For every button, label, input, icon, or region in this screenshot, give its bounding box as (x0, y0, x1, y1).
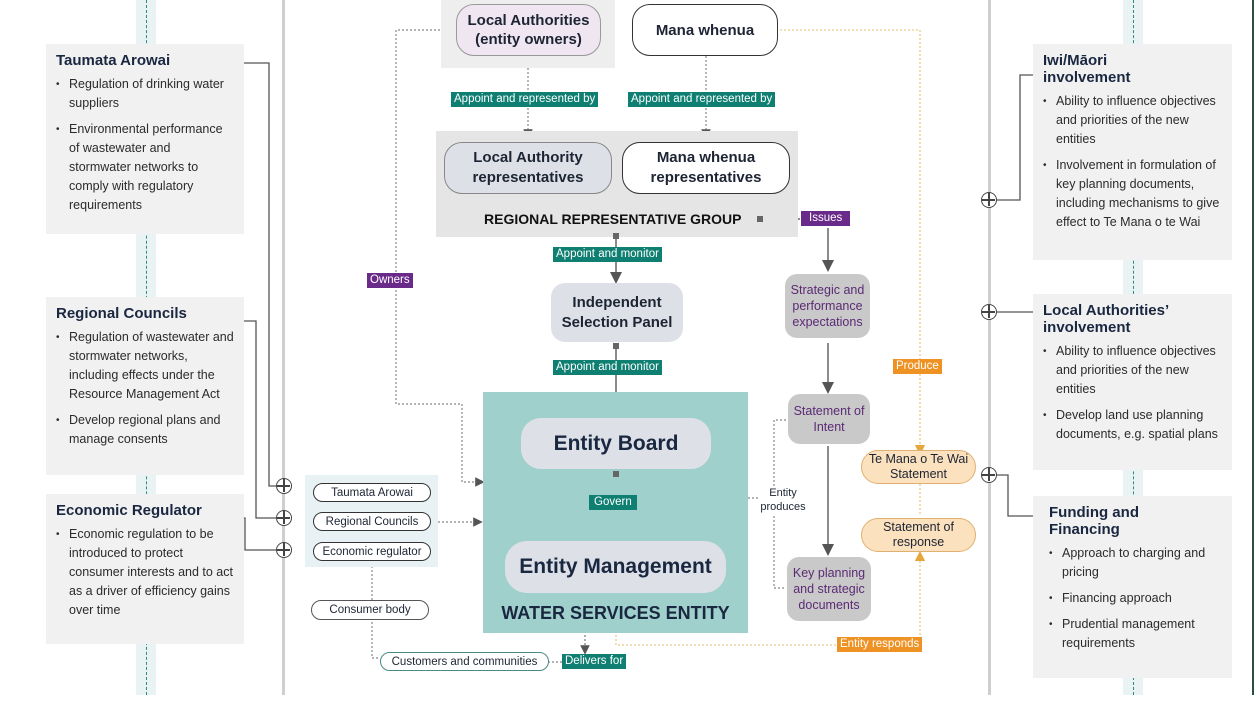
card-title: Regional Councils (56, 305, 187, 322)
entity-management-node: Entity Management (505, 541, 726, 593)
left-divider (282, 0, 285, 695)
connector-funding (996, 474, 1044, 517)
entity-responds-line (615, 550, 926, 646)
card-funding-financing: Funding and Financing Approach to chargi… (1033, 496, 1232, 678)
card-title: Economic Regulator (56, 502, 202, 519)
regulator-economic: Economic regulator (313, 542, 431, 561)
card-bullet: Develop regional plans and manage consen… (56, 411, 234, 449)
issues-label: Issues (801, 211, 851, 226)
appoint-monitor-label-2: Appoint and monitor (553, 360, 662, 375)
card-economic-regulator: Economic Regulator Economic regulation t… (46, 494, 244, 644)
card-bullet: Prudential management requirements (1049, 615, 1222, 653)
connector-node-icon (276, 542, 292, 558)
connector-node-icon (981, 467, 997, 483)
card-title: Iwi/Māori involvement (1043, 52, 1131, 86)
card-iwi-maori: Iwi/Māori involvement Ability to influen… (1033, 44, 1232, 260)
connector-node-icon (981, 192, 997, 208)
connector-node-icon (981, 304, 997, 320)
te-mana-o-te-wai-statement: Te Mana o Te Wai Statement (861, 450, 976, 484)
regulator-taumata-arowai: Taumata Arowai (313, 483, 431, 502)
mana-whenua-node: Mana whenua (632, 4, 778, 56)
entity-produces-label: Entity produces (760, 486, 806, 514)
card-bullet: Regulation of wastewater and stormwater … (56, 328, 234, 404)
entity-responds-label: Entity responds (837, 637, 923, 652)
right-divider (988, 0, 991, 695)
mana-whenua-representatives: Mana whenua representatives (622, 142, 790, 194)
card-title: Funding and Financing (1049, 504, 1139, 538)
key-planning-node: Key planning and strategic documents (787, 557, 871, 621)
owners-label: Owners (367, 273, 413, 288)
water-services-entity-title: WATER SERVICES ENTITY (501, 603, 730, 623)
rrg-connector (757, 216, 763, 222)
entity-board-node: Entity Board (521, 418, 711, 469)
statement-of-response: Statement of response (861, 518, 976, 552)
card-bullet: Economic regulation to be introduced to … (56, 525, 234, 620)
appoint-represented-label-1: Appoint and represented by (451, 92, 599, 107)
consumer-body-node: Consumer body (311, 600, 429, 620)
regulator-regional-councils: Regional Councils (313, 512, 431, 531)
independent-selection-panel: Independent Selection Panel (551, 283, 683, 342)
owners-line (395, 29, 485, 487)
connector-iwi (996, 74, 1040, 201)
local-authority-representatives: Local Authority representatives (444, 142, 612, 194)
statement-of-intent-node: Statement of Intent (788, 394, 870, 444)
card-bullet: Ability to influence objectives and prio… (1043, 92, 1222, 149)
rrg-title: REGIONAL REPRESENTATIVE GROUP (484, 211, 742, 227)
card-title: Local Authorities’ involvement (1043, 302, 1169, 336)
board-connector (613, 471, 619, 477)
connector-node-icon (276, 510, 292, 526)
customers-communities-node: Customers and communities (380, 652, 549, 671)
produce-label: Produce (893, 359, 942, 374)
right-edge-line (1252, 0, 1254, 695)
card-bullet: Regulation of drinking water suppliers (56, 75, 234, 113)
card-bullet: Develop land use planning documents, e.g… (1043, 406, 1222, 444)
appoint-represented-label-2: Appoint and represented by (628, 92, 776, 107)
panel-connector (613, 343, 619, 349)
local-authorities-node: Local Authorities (entity owners) (456, 4, 601, 56)
card-title: Taumata Arowai (56, 52, 171, 69)
produce-line (780, 29, 926, 456)
delivers-for-label: Delivers for (562, 654, 627, 669)
card-bullet: Financing approach (1049, 589, 1222, 608)
card-regional-councils: Regional Councils Regulation of wastewat… (46, 297, 244, 475)
card-local-authorities-involvement: Local Authorities’ involvement Ability t… (1033, 294, 1232, 470)
strategic-expectations-node: Strategic and performance expectations (785, 274, 870, 338)
appoint-monitor-label-1: Appoint and monitor (553, 247, 662, 262)
rrg-bottom-connector (613, 233, 619, 239)
card-bullet: Approach to charging and pricing (1049, 544, 1222, 582)
connector-node-icon (276, 478, 292, 494)
card-bullet: Environmental performance of wastewater … (56, 120, 234, 215)
govern-label: Govern (589, 495, 637, 510)
card-bullet: Ability to influence objectives and prio… (1043, 342, 1222, 399)
card-bullet: Involvement in formulation of key planni… (1043, 156, 1222, 232)
card-taumata-arowai: Taumata Arowai Regulation of drinking wa… (46, 44, 244, 234)
